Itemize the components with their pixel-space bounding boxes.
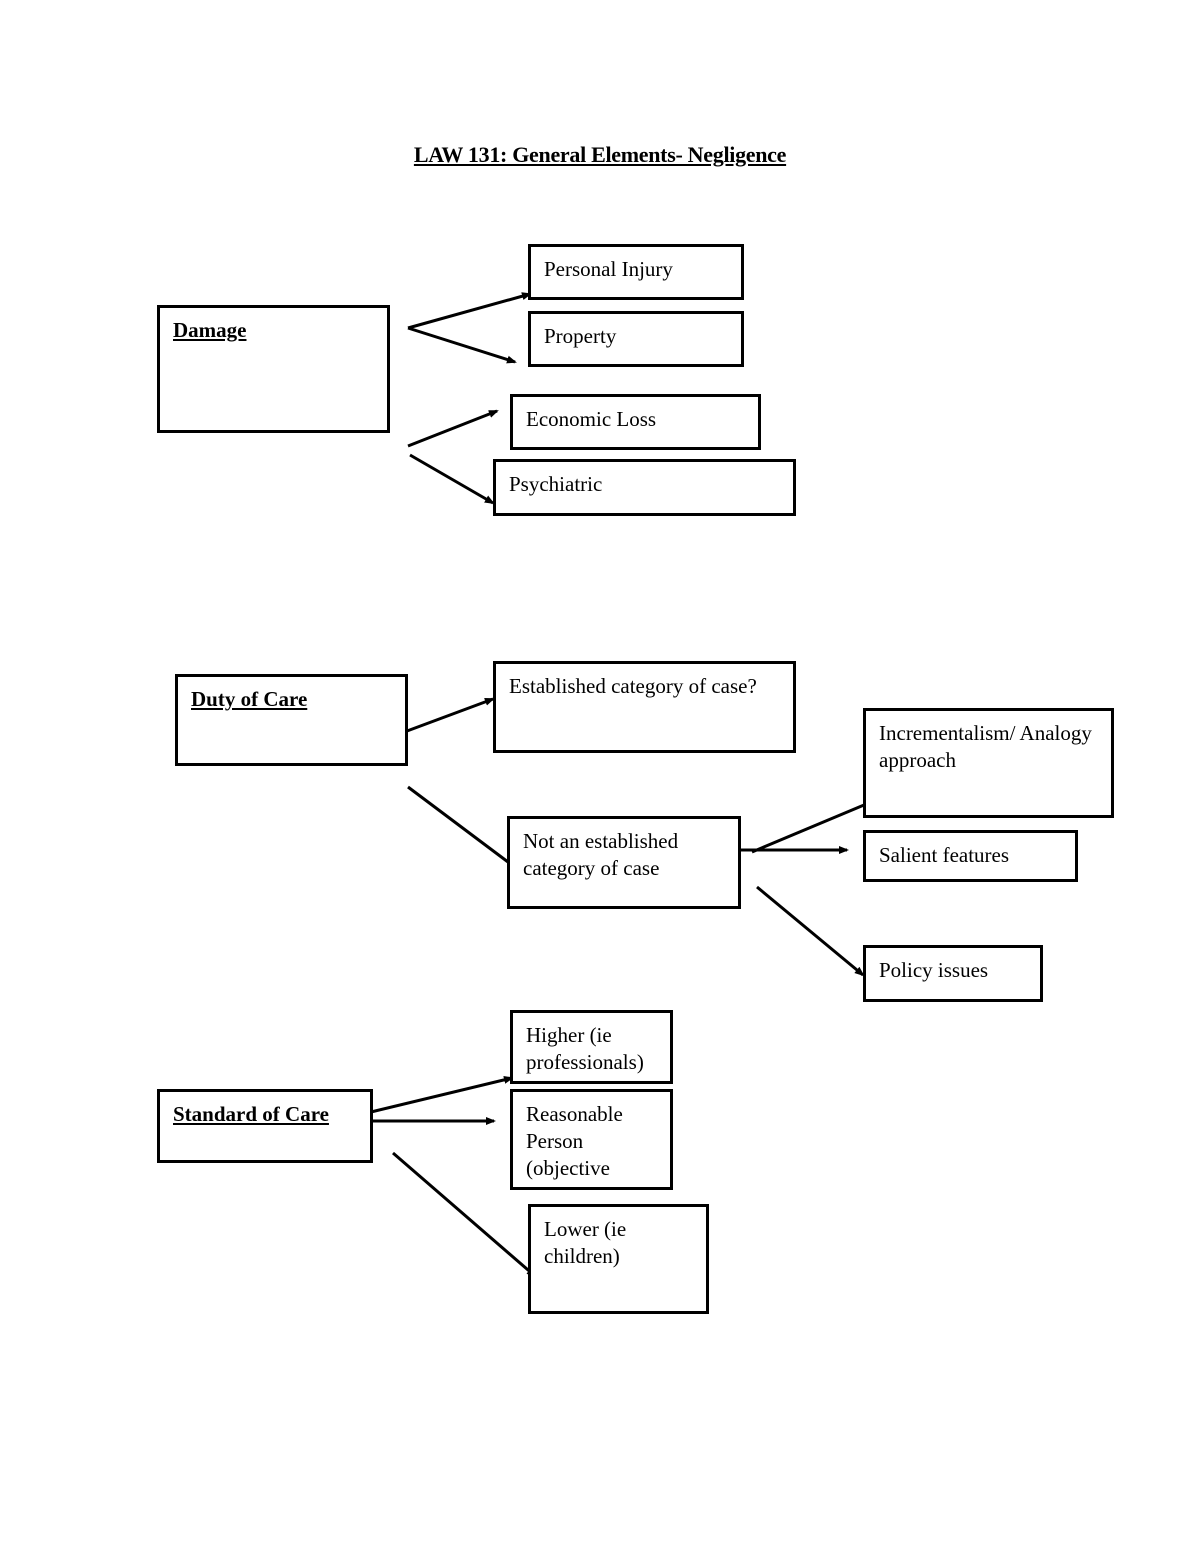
duty-of-care-box: Duty of Care bbox=[175, 674, 408, 766]
economic-loss-label: Economic Loss bbox=[526, 407, 657, 431]
established-category-label: Established category of case? bbox=[509, 674, 757, 698]
lower-standard-box: Lower (ie children) bbox=[528, 1204, 709, 1314]
personal-injury-label: Personal Injury bbox=[544, 257, 673, 281]
arrow-standard-lower bbox=[392, 1151, 537, 1278]
psychiatric-label: Psychiatric bbox=[509, 472, 603, 496]
page-title: LAW 131: General Elements- Negligence bbox=[413, 142, 787, 167]
property-box: Property bbox=[528, 311, 744, 367]
personal-injury-box: Personal Injury bbox=[528, 244, 744, 300]
duty-of-care-heading: Duty of Care bbox=[191, 687, 308, 711]
salient-features-label: Salient features bbox=[879, 843, 1010, 867]
not-established-label: Not an established category of case bbox=[523, 829, 679, 880]
higher-standard-box: Higher (ie professionals) bbox=[510, 1010, 673, 1084]
economic-loss-box: Economic Loss bbox=[510, 394, 761, 450]
property-label: Property bbox=[544, 324, 617, 348]
arrow-damage-economic-loss bbox=[407, 409, 499, 448]
line-to-incrementalism bbox=[751, 803, 865, 854]
standard-of-care-heading: Standard of Care bbox=[173, 1102, 329, 1126]
reasonable-person-label: Reasonable Person (objective bbox=[526, 1102, 623, 1180]
established-category-box: Established category of case? bbox=[493, 661, 796, 753]
arrow-standard-higher bbox=[370, 1075, 514, 1114]
reasonable-person-box: Reasonable Person (objective bbox=[510, 1089, 673, 1190]
not-established-box: Not an established category of case bbox=[507, 816, 741, 909]
higher-standard-label: Higher (ie professionals) bbox=[526, 1023, 644, 1074]
line-duty-not-established bbox=[407, 785, 509, 864]
psychiatric-box: Psychiatric bbox=[493, 459, 796, 516]
arrow-duty-established bbox=[406, 697, 495, 733]
arrow-damage-psychiatric bbox=[409, 453, 495, 505]
policy-issues-box: Policy issues bbox=[863, 945, 1043, 1002]
damage-heading: Damage bbox=[173, 318, 247, 342]
arrow-damage-property bbox=[407, 326, 517, 364]
incrementalism-box: Incrementalism/ Analogy approach bbox=[863, 708, 1114, 818]
arrow-to-policy-issues bbox=[756, 885, 865, 977]
arrow-damage-personal-injury bbox=[407, 292, 532, 330]
salient-features-box: Salient features bbox=[863, 830, 1078, 882]
policy-issues-label: Policy issues bbox=[879, 958, 989, 982]
incrementalism-label: Incrementalism/ Analogy approach bbox=[879, 721, 1092, 772]
lower-standard-label: Lower (ie children) bbox=[544, 1217, 627, 1268]
standard-of-care-box: Standard of Care bbox=[157, 1089, 373, 1163]
damage-box: Damage bbox=[157, 305, 390, 433]
